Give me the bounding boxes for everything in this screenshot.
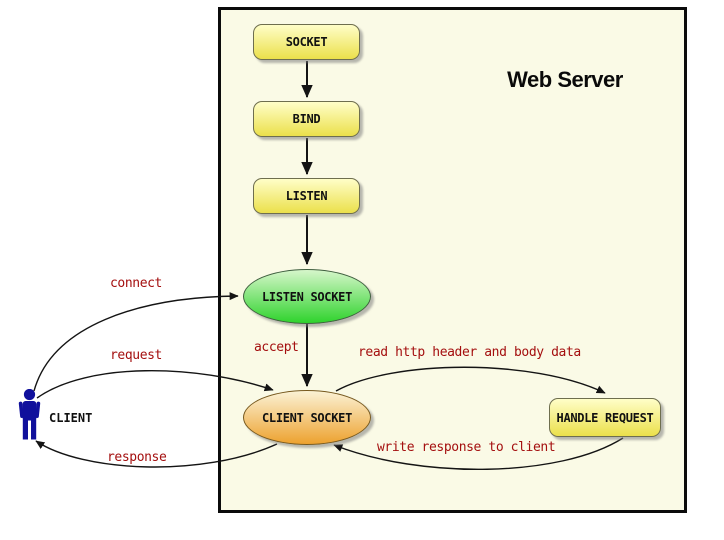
edge-read-arrow <box>335 366 606 394</box>
edge-response-arrow <box>35 440 278 468</box>
edge-request-arrow <box>36 370 274 399</box>
edge-label-connect: connect <box>110 276 162 291</box>
client-label: CLIENT <box>49 411 93 425</box>
edge-label-write: write response to client <box>377 440 556 455</box>
edge-label-response: response <box>107 450 167 465</box>
edge-label-accept: accept <box>254 340 299 355</box>
node-bind: BIND <box>253 101 360 137</box>
node-listen: LISTEN <box>253 178 360 214</box>
client-person-icon <box>18 389 41 440</box>
edge-label-request: request <box>110 348 162 363</box>
node-client-socket: CLIENT SOCKET <box>243 390 371 445</box>
node-socket: SOCKET <box>253 24 360 60</box>
edge-connect-arrow <box>33 292 239 392</box>
node-handle-request: HANDLE REQUEST <box>549 398 661 437</box>
web-server-title: Web Server <box>507 67 623 92</box>
edge-label-read: read http header and body data <box>358 345 581 360</box>
edge-write-arrow <box>333 437 624 470</box>
node-listen-socket: LISTEN SOCKET <box>243 269 371 324</box>
